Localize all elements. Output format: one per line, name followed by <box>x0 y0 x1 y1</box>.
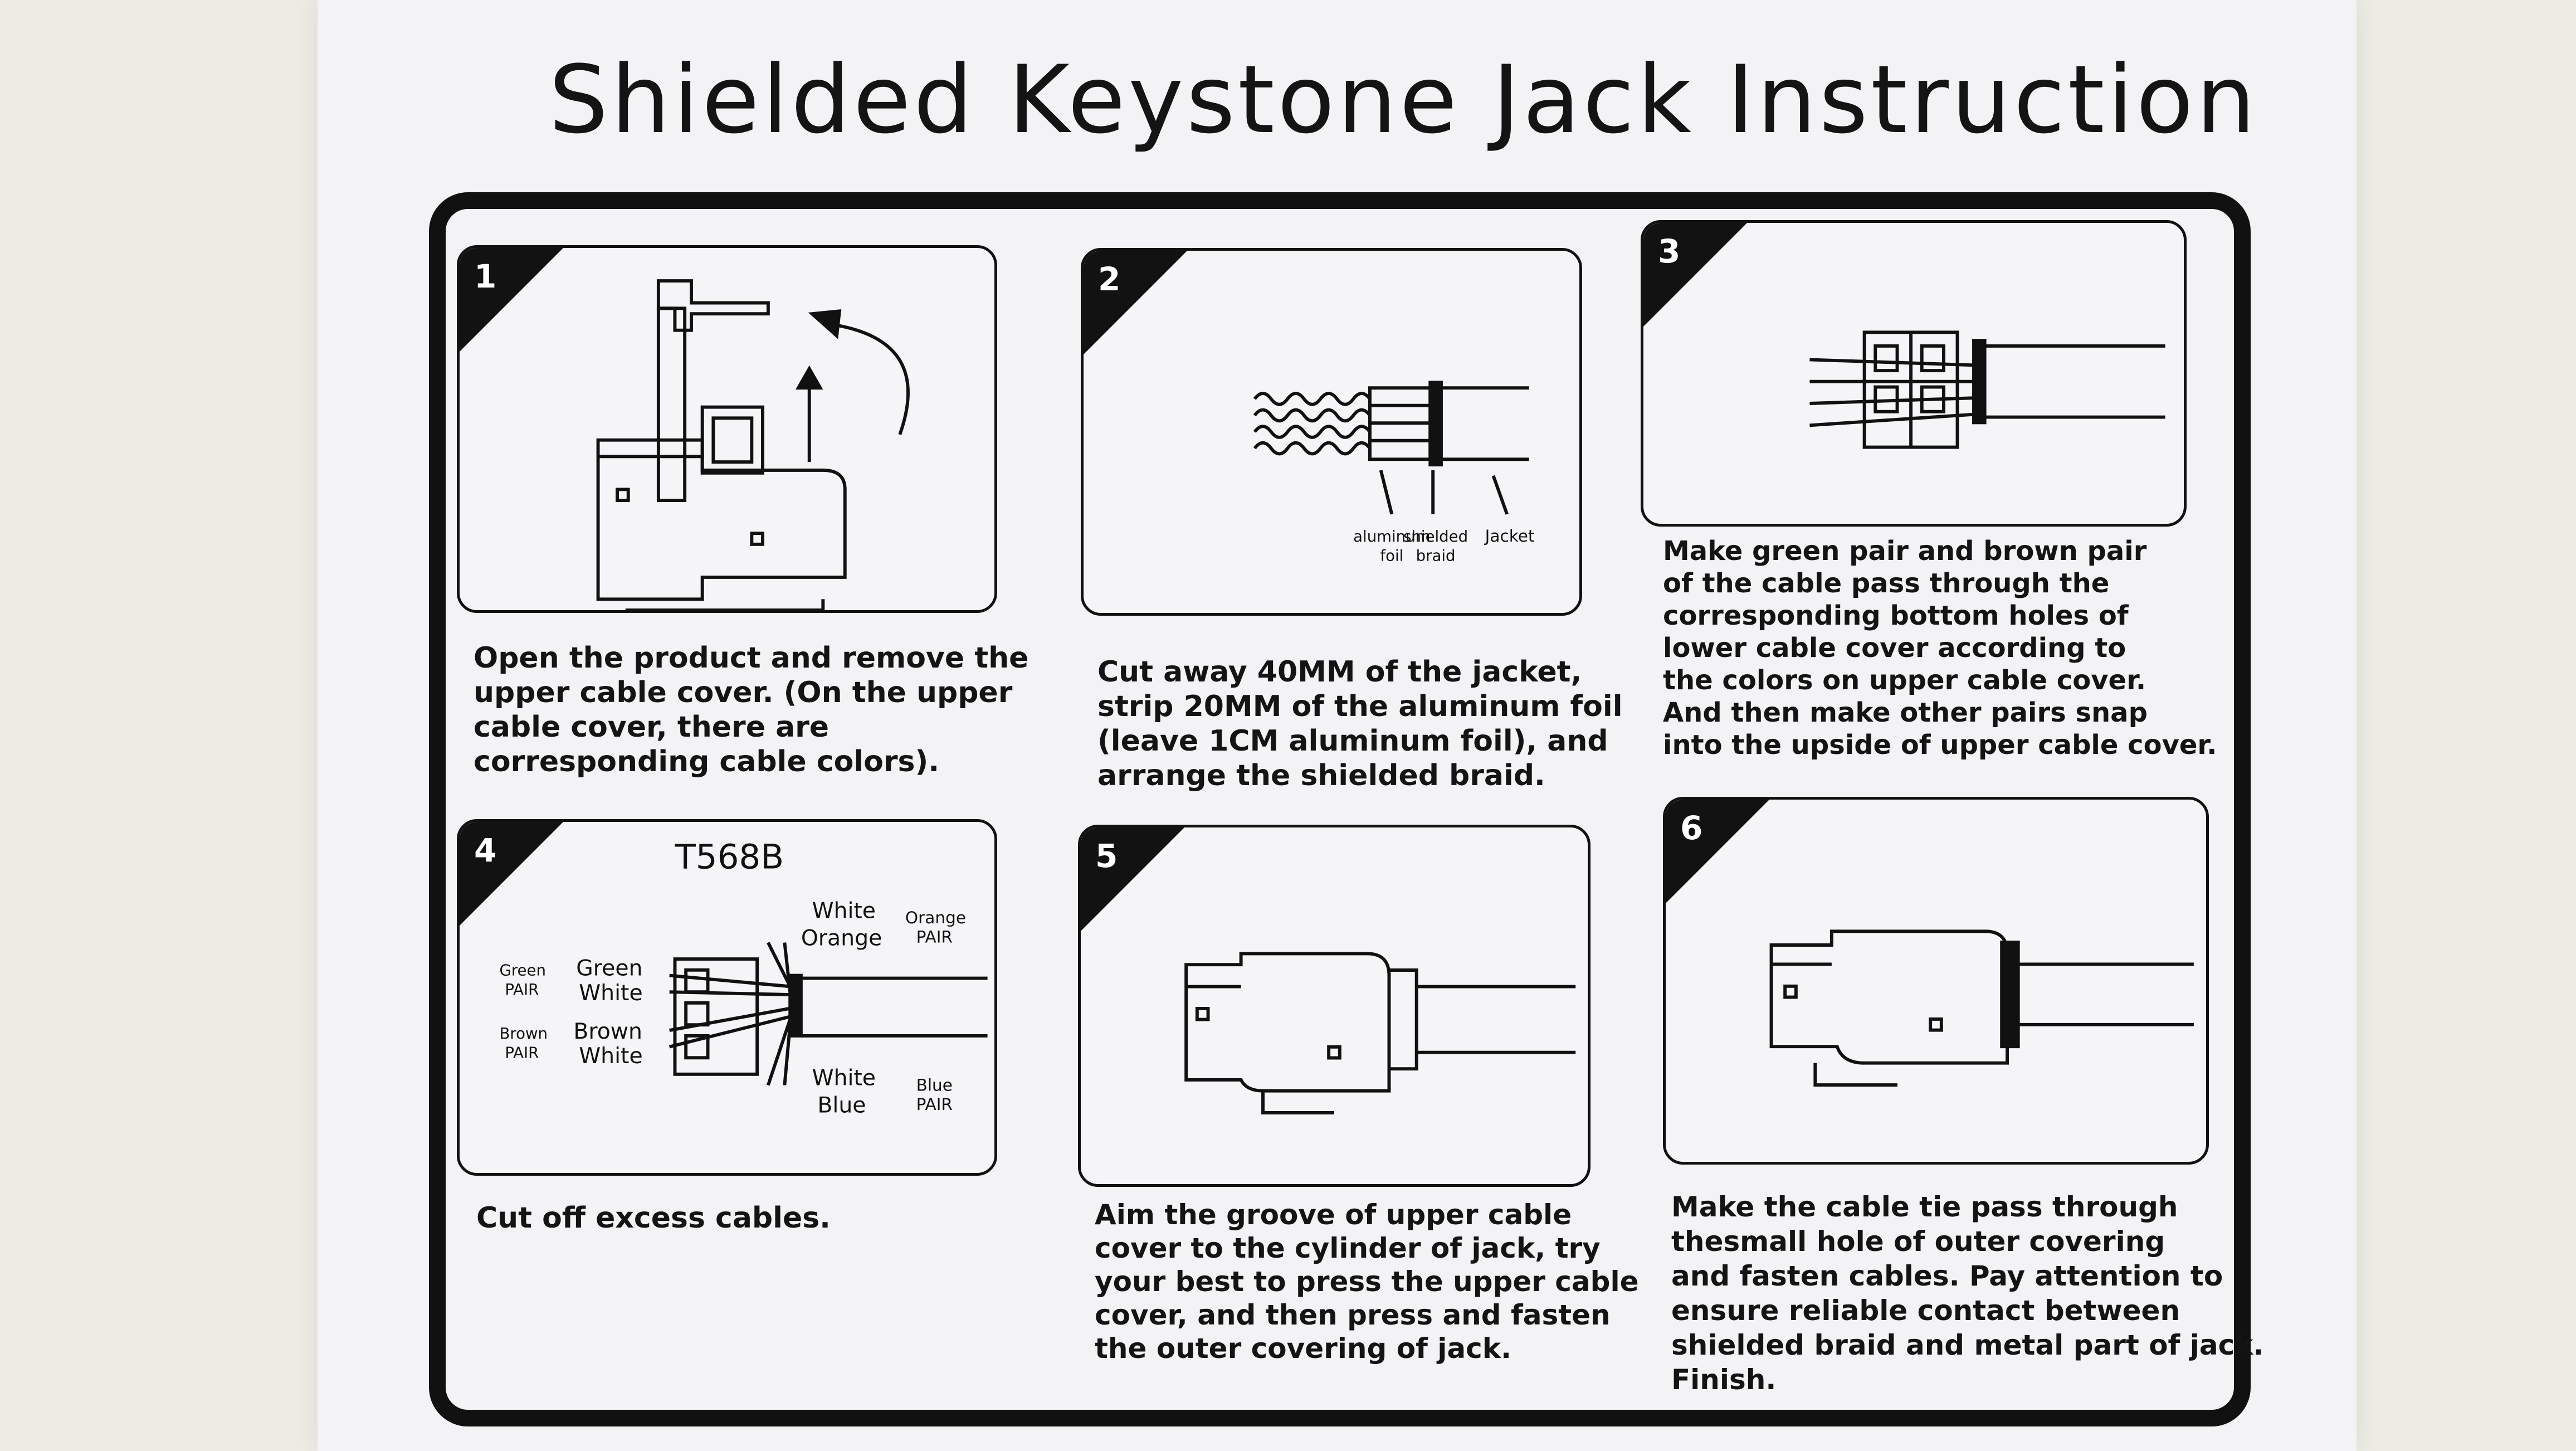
step-4-orange: Orange <box>801 925 882 951</box>
step-3-caption: Make green pair and brown pair of the ca… <box>1663 535 2217 761</box>
step-4-orange-pair-2: PAIR <box>916 928 953 947</box>
step-4-blue-white: White <box>812 1065 876 1091</box>
step-6-number: 6 <box>1680 809 1703 847</box>
step-4-blue-pair: Blue <box>916 1075 953 1094</box>
step-4-illustration: T568B White Orange Orange PAIR Green Whi… <box>499 838 988 1118</box>
step-6-illustration <box>1769 929 2194 1087</box>
step-2-number: 2 <box>1098 260 1121 298</box>
step-2-label-foil-2: foil <box>1380 546 1403 564</box>
step-1-panel: 1 <box>457 245 997 613</box>
t568b-label: T568B <box>674 838 784 877</box>
step-4-panel: 4 T568B White Orange Orange PAIR Green W… <box>457 819 997 1176</box>
step-2-label-jacket: Jacket <box>1484 527 1535 546</box>
step-4-brown-pair: Brown <box>499 1025 547 1043</box>
step-2-illustration: aluminum foil shielded braid Jacket <box>1253 381 1535 564</box>
step-1-illustration <box>596 279 910 610</box>
step-4-green-pair: Green <box>499 962 545 980</box>
step-1-caption: Open the product and remove the upper ca… <box>474 641 1029 778</box>
step-5-number: 5 <box>1095 837 1118 875</box>
step-2-label-braid-2: braid <box>1416 546 1456 564</box>
step-4-orange-pair: Orange <box>905 908 966 927</box>
step-4-caption: Cut off excess cables. <box>476 1201 831 1235</box>
step-4-green: Green <box>576 956 642 981</box>
instruction-frame <box>429 192 2251 1426</box>
step-3-panel: 3 <box>1641 220 2187 527</box>
step-5-panel: 5 <box>1078 825 1591 1187</box>
step-2-caption: Cut away 40MM of the jacket, strip 20MM … <box>1097 655 1623 792</box>
step-4-green-pair-2: PAIR <box>505 981 539 999</box>
step-4-orange-white: White <box>812 898 876 923</box>
step-2-label-braid: shielded <box>1403 527 1468 546</box>
step-6-caption: Make the cable tie pass through thesmall… <box>1671 1191 2264 1396</box>
step-4-brown-pair-2: PAIR <box>505 1044 539 1062</box>
step-2-label-foil: aluminum <box>1353 527 1430 546</box>
step-2-panel: 2 aluminum foil shielded braid Jacket <box>1081 248 1582 616</box>
step-4-blue-pair-2: PAIR <box>916 1095 953 1114</box>
step-4-brown-white: White <box>579 1043 642 1069</box>
step-5-caption: Aim the groove of upper cable cover to t… <box>1095 1199 1639 1365</box>
step-3-number: 3 <box>1658 232 1681 270</box>
step-1-number: 1 <box>474 257 497 295</box>
step-4-brown: Brown <box>573 1019 642 1044</box>
step-3-illustration <box>1809 330 2165 449</box>
step-4-number: 4 <box>474 831 497 869</box>
step-4-green-white: White <box>579 980 642 1006</box>
step-6-panel: 6 <box>1663 797 2209 1165</box>
step-4-blue: Blue <box>817 1093 866 1118</box>
page-title: Shielded Keystone Jack Instruction <box>549 45 2258 154</box>
step-5-illustration <box>1184 952 1576 1114</box>
